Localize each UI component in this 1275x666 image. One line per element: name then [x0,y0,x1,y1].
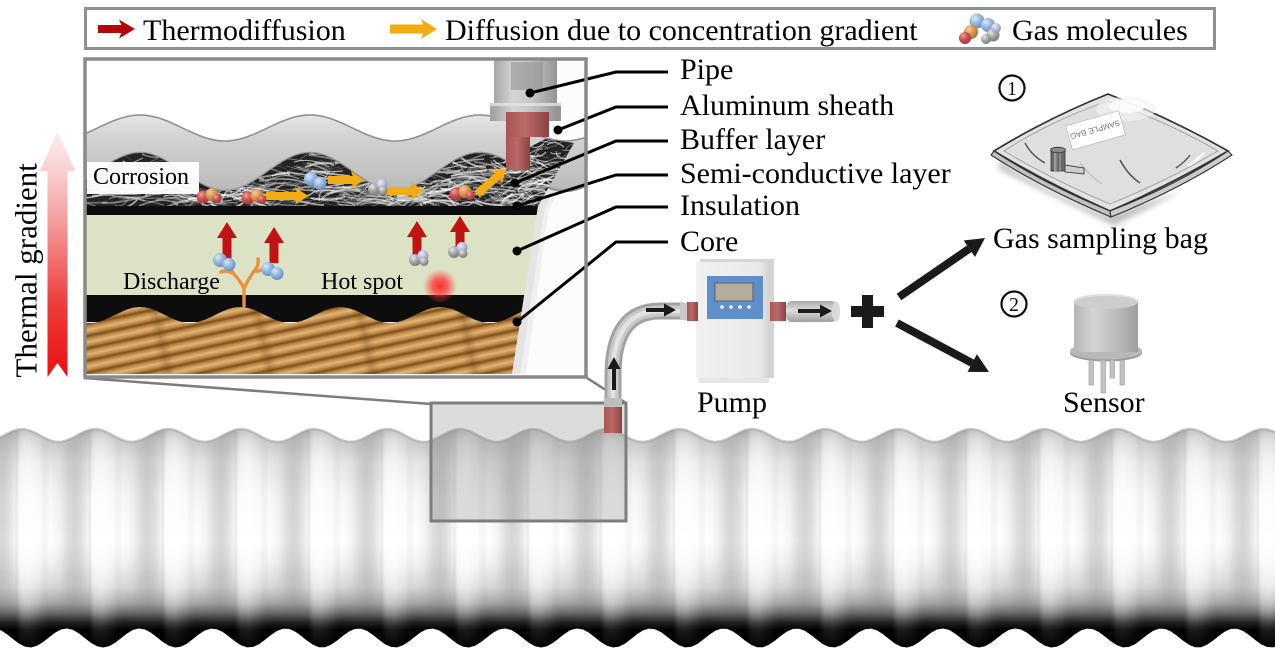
svg-text:1: 1 [1007,78,1017,100]
svg-text:2: 2 [1009,294,1019,316]
